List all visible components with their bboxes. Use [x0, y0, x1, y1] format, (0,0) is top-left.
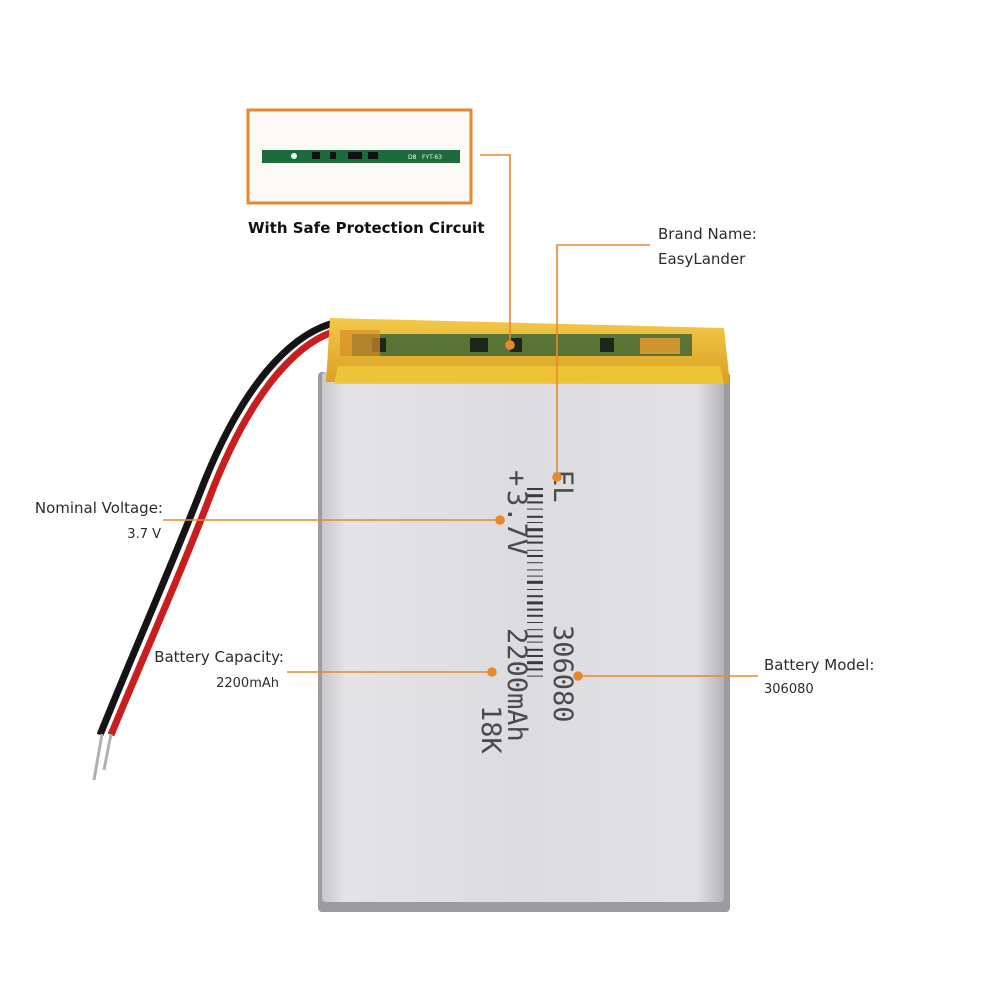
barcode-bar [527, 675, 543, 677]
barcode-bar [527, 494, 543, 498]
cell-date-code: 18K [475, 705, 506, 755]
cell-voltage: 3.7V [501, 490, 532, 555]
barcode-bar [527, 575, 543, 577]
barcode-bar [527, 508, 543, 510]
barcode-bar [527, 661, 543, 665]
brand-heading: Brand Name: [658, 225, 757, 243]
protection-inset: D8 FYT-63 [246, 108, 473, 205]
pcb-marking: FYT-63 [422, 154, 442, 161]
protection-caption: With Safe Protection Circuit [248, 219, 485, 237]
cell-printing: + EL 3.7V 306080 2200mAh 18K [475, 470, 578, 755]
capacity-value: 2200mAh [216, 676, 279, 691]
cell-barcode [527, 488, 543, 677]
barcode-bar [527, 635, 543, 638]
barcode-bar [527, 655, 543, 657]
barcode-bar [527, 595, 543, 598]
barcode-bar [527, 549, 543, 551]
voltage-value: 3.7 V [127, 527, 161, 542]
barcode-bar [527, 641, 543, 643]
barcode-bar [527, 622, 543, 623]
barcode-bar [527, 629, 543, 631]
barcode-bar [527, 580, 543, 584]
barcode-bar [527, 569, 543, 571]
barcode-bar [527, 608, 543, 611]
callouts [163, 154, 758, 681]
barcode-bar [527, 562, 543, 564]
cell-brand-code: EL [547, 470, 578, 503]
barcode-bar [527, 535, 543, 538]
lead-wires [92, 318, 341, 781]
barcode-bar [527, 555, 543, 557]
cell-model: 306080 [547, 625, 578, 723]
brand-value: EasyLander [658, 250, 746, 268]
battery-cell: + EL 3.7V 306080 2200mAh 18K [318, 318, 730, 912]
model-heading: Battery Model: [764, 656, 875, 674]
barcode-bar [527, 501, 543, 504]
capacity-heading: Battery Capacity: [154, 648, 284, 666]
cell-plus: + [501, 470, 532, 486]
barcode-bar [527, 528, 543, 532]
barcode-bar [527, 648, 543, 651]
barcode-bar [527, 668, 543, 671]
barcode-bar [527, 488, 543, 490]
barcode-bar [527, 601, 543, 605]
model-value: 306080 [764, 682, 814, 697]
barcode-bar [527, 541, 543, 544]
barcode-bar [527, 589, 543, 590]
cell-capacity: 2200mAh [501, 628, 532, 742]
pcb-marking-small: D8 [408, 154, 417, 161]
barcode-bar [527, 522, 543, 523]
barcode-bar [527, 515, 543, 518]
barcode-bar [527, 614, 543, 617]
voltage-heading: Nominal Voltage: [34, 499, 163, 517]
